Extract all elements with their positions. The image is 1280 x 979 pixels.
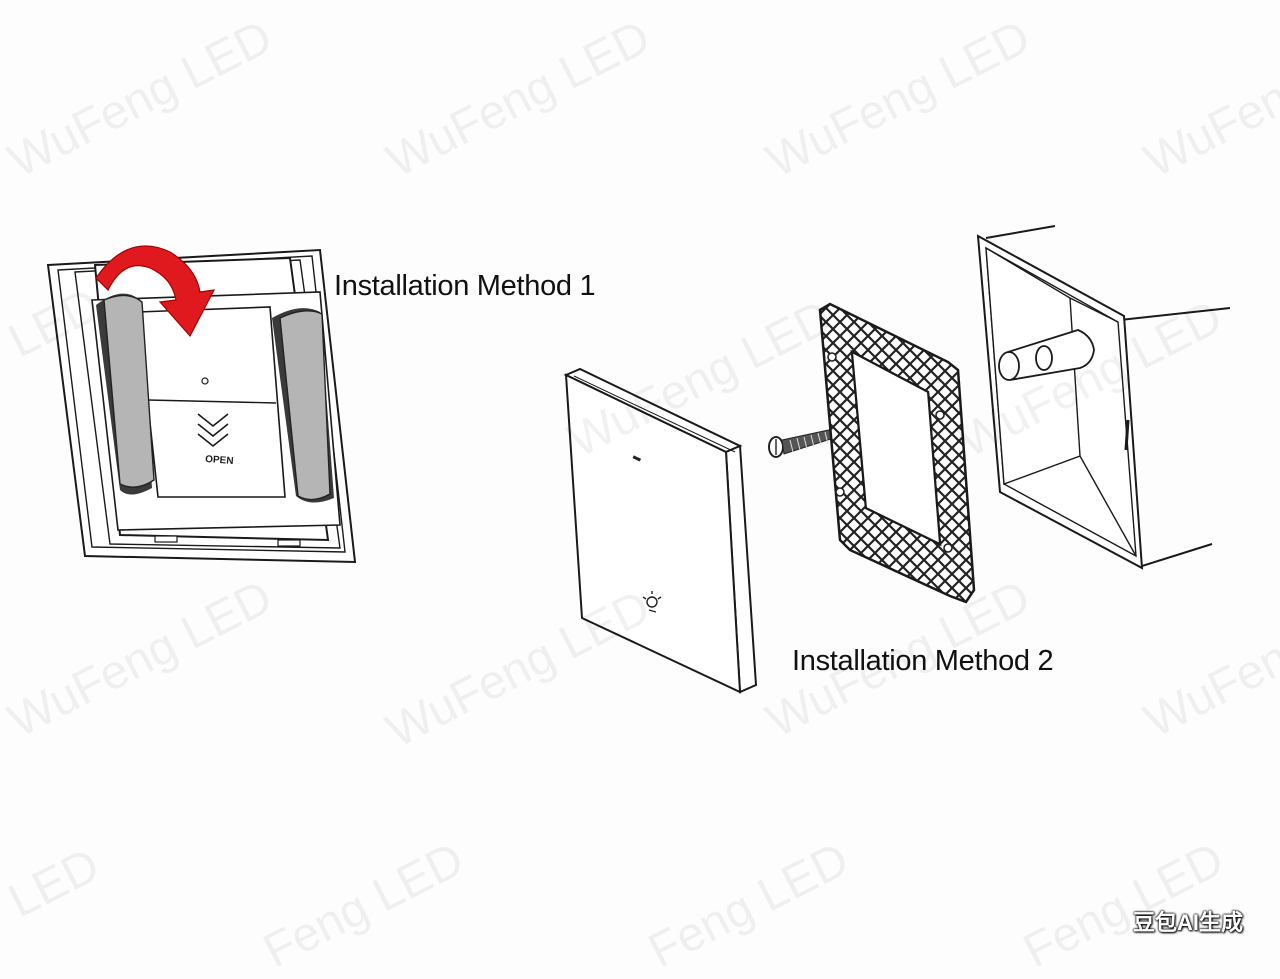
ai-generated-badge: 豆包AI生成 [1132, 910, 1243, 935]
adhesive-pad-right [272, 308, 334, 503]
method-1-label: Installation Method 1 [334, 270, 596, 302]
method-2-front-panel [563, 367, 758, 694]
bulb-icon [642, 591, 662, 613]
wall-box-mount-post [998, 329, 1095, 381]
open-label: OPEN [205, 454, 234, 467]
screw-upper [768, 427, 841, 458]
mounting-bracket [818, 302, 976, 604]
red-arrow-icon [95, 245, 216, 338]
adhesive-pad-left [96, 293, 155, 495]
method-2-label: Installation Method 2 [792, 645, 1054, 677]
wall-box [976, 225, 1231, 570]
